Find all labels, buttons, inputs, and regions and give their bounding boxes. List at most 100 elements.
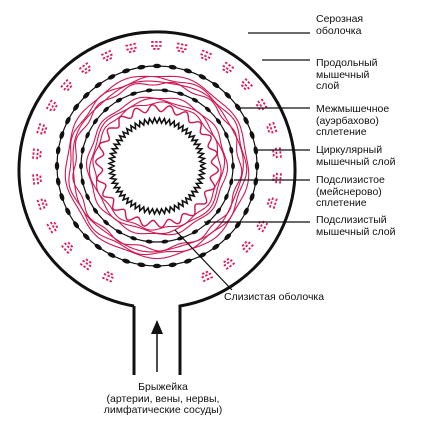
vessel-dot <box>63 247 67 251</box>
vessel-dot <box>36 130 39 134</box>
outer-plexus-node <box>249 192 255 201</box>
vessel-dot <box>39 179 42 183</box>
outer-plexus-node <box>73 103 80 111</box>
vessel-dot <box>88 264 92 268</box>
vessel-dot <box>40 131 43 135</box>
label-mucosa: Слизистая оболочка <box>224 291 325 303</box>
vessel-dot <box>247 81 251 85</box>
vessel-dot <box>250 244 254 248</box>
vessel-dot <box>181 50 185 53</box>
vessel-dot <box>256 224 260 228</box>
vessel-dot <box>184 44 188 47</box>
vessel-dot <box>48 227 52 231</box>
vessel-dot <box>109 279 113 283</box>
auerbach-plexus-node <box>115 97 123 103</box>
vessel-dot <box>64 242 67 246</box>
auerbach-plexus-line <box>80 89 234 243</box>
vessel-cluster <box>125 42 137 54</box>
vessel-dot <box>87 65 91 69</box>
muscle-fiber-ring <box>68 75 248 256</box>
auerbach-plexus-node <box>80 146 85 154</box>
vessel-dot <box>66 88 70 92</box>
vessel-dot <box>88 260 92 264</box>
auerbach-plexus-node <box>177 91 184 96</box>
vessel-dot <box>177 49 181 53</box>
vessel-dot <box>32 148 35 151</box>
vessel-dot <box>275 172 278 176</box>
vessel-dot <box>275 151 278 155</box>
vessel-dot <box>205 270 209 274</box>
auerbach-plexus-node <box>229 178 234 186</box>
outer-plexus-node <box>253 146 259 155</box>
vessel-dot <box>203 54 207 58</box>
vessel-dot <box>36 152 39 156</box>
auerbach-plexus-node <box>224 131 229 139</box>
vessel-dot <box>279 155 282 158</box>
auerbach-plexus-node <box>92 207 99 214</box>
outer-plexus-ring <box>54 63 260 269</box>
vessel-dot <box>106 271 110 274</box>
outer-plexus-node <box>54 161 60 171</box>
vessel-dot <box>81 70 85 73</box>
vessel-cluster <box>201 270 214 283</box>
auerbach-plexus-node <box>215 118 222 125</box>
auerbach-plexus-node <box>191 97 199 103</box>
vessel-dot <box>32 156 35 159</box>
outer-plexus-node <box>65 207 71 216</box>
vessel-dot <box>105 58 109 62</box>
vessel-dot <box>85 258 89 262</box>
vessel-dot <box>107 274 111 278</box>
vessel-dot <box>42 205 46 209</box>
vessel-dot <box>279 151 282 154</box>
outer-plexus-node <box>107 74 116 80</box>
label-longitudinal-muscle: Продольный мышечный слой <box>316 57 378 92</box>
mesentery-arrow-head <box>151 320 163 334</box>
vessel-dot <box>209 52 213 56</box>
vessel-dot <box>42 124 45 128</box>
muscle-fiber-ring <box>85 96 229 236</box>
vessel-dot <box>267 198 271 202</box>
vessel-dot <box>228 69 232 73</box>
vessel-cluster <box>223 257 236 270</box>
vessel-dot <box>270 201 273 204</box>
vessel-dot <box>226 261 230 265</box>
vessel-cluster <box>266 121 278 134</box>
vessel-dot <box>65 78 69 82</box>
vessel-dot <box>54 104 58 108</box>
auerbach-plexus-node <box>80 178 85 186</box>
vessel-dot <box>44 127 48 130</box>
outer-plexus-node <box>234 221 241 229</box>
vessel-cluster <box>266 197 278 209</box>
vessel-dot <box>46 223 50 227</box>
vessel-dot <box>130 47 133 50</box>
vessel-dot <box>70 244 74 248</box>
vessel-dot <box>257 227 261 231</box>
outer-plexus-node <box>137 262 146 268</box>
vessel-dot <box>275 155 278 159</box>
serosa-blood-vessels <box>32 40 282 283</box>
outer-plexus-node <box>168 262 177 268</box>
vessel-dot <box>275 176 278 180</box>
vessel-dot <box>84 67 88 71</box>
vessel-dot <box>229 259 233 262</box>
vessel-dot <box>207 56 211 59</box>
vessel-dot <box>243 87 247 91</box>
vessel-dot <box>84 71 88 75</box>
vessel-dot <box>176 46 179 49</box>
vessel-dot <box>60 84 64 88</box>
auerbach-plexus-node <box>85 193 90 201</box>
vessel-dot <box>43 199 47 203</box>
vessel-dot <box>157 47 160 50</box>
vessel-dot <box>201 275 205 279</box>
vessel-dot <box>228 63 232 67</box>
vessel-dot <box>66 250 70 254</box>
auerbach-plexus-node <box>145 239 153 244</box>
vessel-cluster <box>36 123 48 135</box>
outer-plexus-node <box>137 64 146 70</box>
vessel-dot <box>45 203 48 206</box>
vessel-cluster <box>60 78 73 92</box>
vessel-dot <box>105 278 109 281</box>
vessel-dot <box>52 108 56 112</box>
vessel-dot <box>110 276 114 279</box>
